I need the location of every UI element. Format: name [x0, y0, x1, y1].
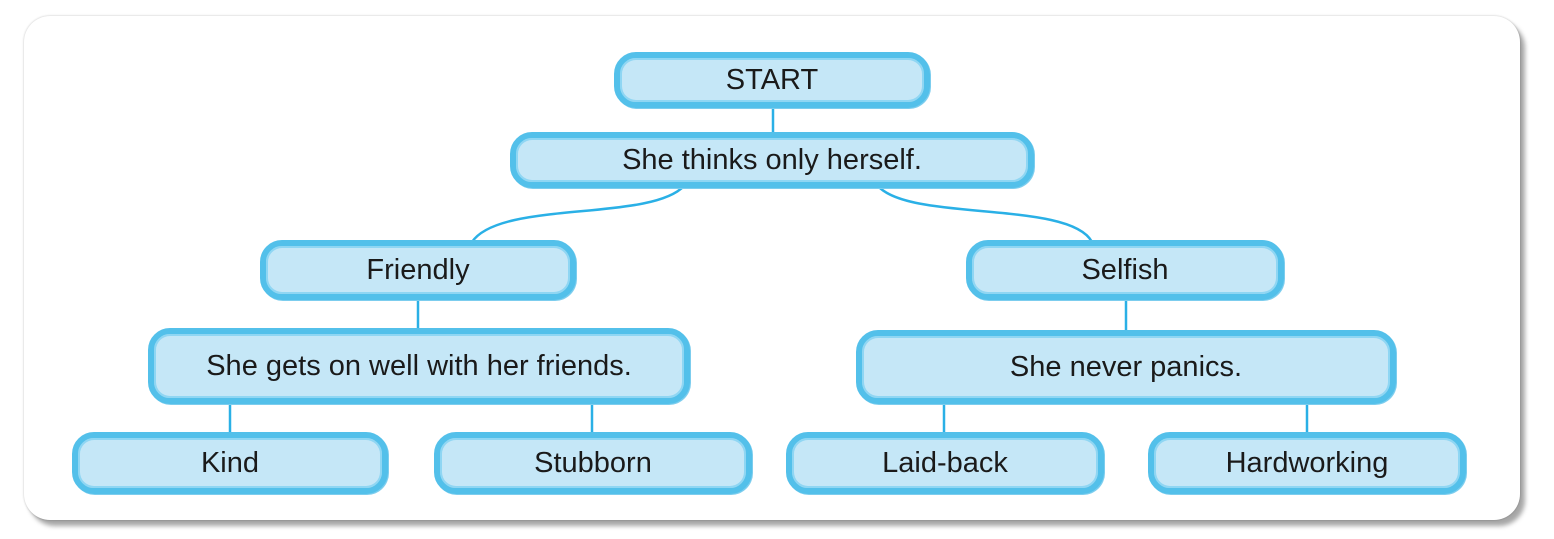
node-she-gets-on-well: She gets on well with her friends.	[148, 328, 690, 404]
node-kind: Kind	[72, 432, 388, 494]
node-start: START	[614, 52, 930, 108]
node-selfish: Selfish	[966, 240, 1284, 300]
node-hardworking: Hardworking	[1148, 432, 1466, 494]
edge-q1-selfish	[877, 185, 1094, 243]
edge-q1-friendly	[470, 185, 685, 243]
node-she-never-panics: She never panics.	[856, 330, 1396, 404]
node-laid-back: Laid-back	[786, 432, 1104, 494]
node-stubborn: Stubborn	[434, 432, 752, 494]
node-friendly: Friendly	[260, 240, 576, 300]
node-she-thinks-only-herself: She thinks only herself.	[510, 132, 1034, 188]
